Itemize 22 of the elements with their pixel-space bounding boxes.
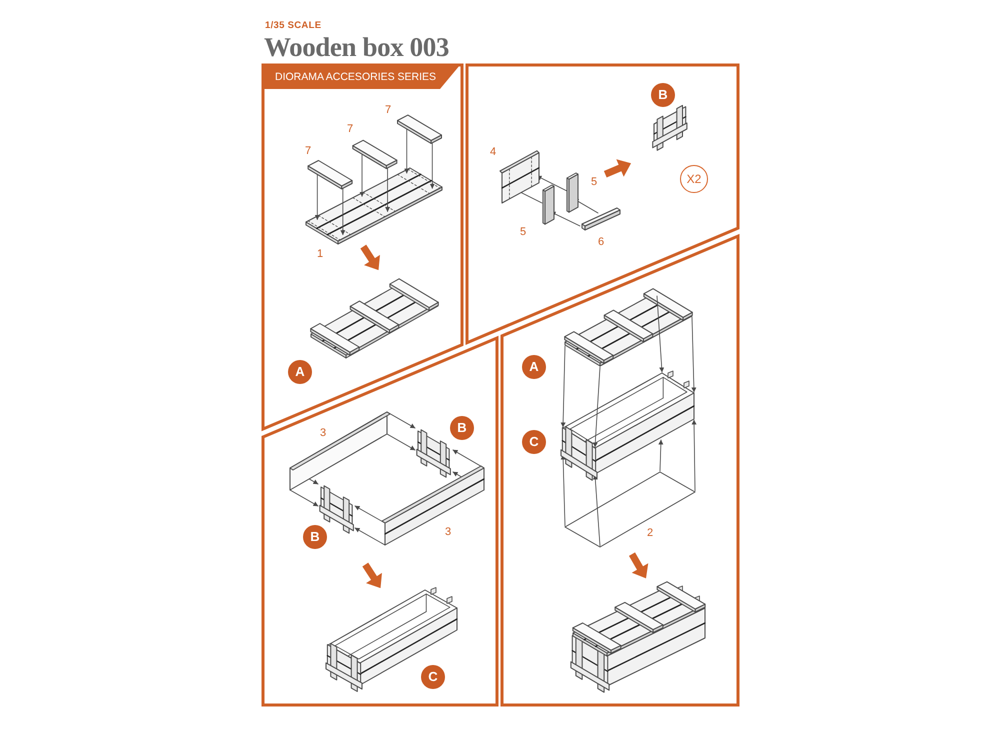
step-callout: B bbox=[303, 525, 327, 549]
step-callout: A bbox=[522, 355, 546, 379]
step-callout: A bbox=[288, 360, 312, 384]
part-number: 5 bbox=[520, 226, 526, 238]
step-callout: C bbox=[421, 665, 445, 689]
part-number: 7 bbox=[384, 104, 392, 116]
title: Wooden box 003 bbox=[264, 33, 449, 61]
quantity-callout: X2 bbox=[680, 165, 708, 193]
series-banner: DIORAMA ACCESORIES SERIES bbox=[263, 65, 460, 89]
part-number: 2 bbox=[646, 527, 654, 539]
part-number: 7 bbox=[304, 145, 312, 157]
part-number: 1 bbox=[316, 248, 324, 260]
part-number: 3 bbox=[444, 526, 452, 538]
part-number: 5 bbox=[590, 176, 598, 188]
scale-label: 1/35 SCALE bbox=[265, 20, 322, 31]
part-number: 6 bbox=[598, 236, 604, 248]
step-callout: B bbox=[651, 83, 675, 107]
step-callout: C bbox=[522, 430, 546, 454]
part-number: 4 bbox=[490, 146, 496, 158]
part-number: 7 bbox=[346, 123, 354, 135]
step-callout: B bbox=[450, 416, 474, 440]
part-number: 3 bbox=[320, 427, 326, 439]
